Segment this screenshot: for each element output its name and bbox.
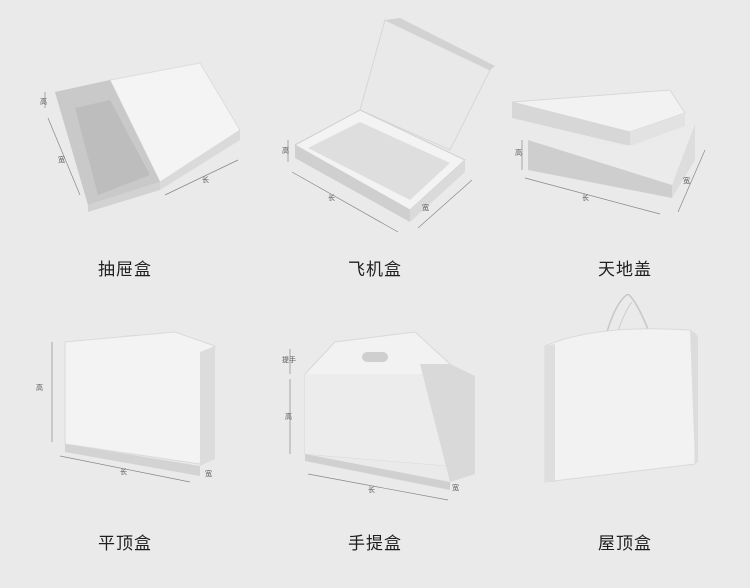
box-card-flat-top: 高 长 宽 平顶盒	[0, 294, 250, 588]
flat-top-box-illustration: 高 长 宽	[36, 331, 216, 483]
box-label: 手提盒	[348, 534, 402, 554]
dim-width-label: 宽	[422, 203, 429, 212]
box-card-handle: 提手 高 长 宽 手提盒	[250, 294, 500, 588]
dim-width-label: 宽	[205, 469, 212, 478]
box-label: 天地盖	[598, 260, 652, 280]
box-label: 平顶盒	[98, 534, 152, 554]
dim-width-label: 宽	[58, 155, 65, 164]
dim-height-label: 高	[285, 412, 292, 421]
dim-length-label: 长	[120, 467, 127, 476]
drawer-box-illustration: 高 宽 长	[40, 62, 241, 212]
box-label: 飞机盒	[348, 260, 402, 280]
dim-height-label: 高	[36, 383, 43, 392]
dim-length-label: 长	[582, 193, 589, 202]
dim-width-label: 宽	[683, 176, 690, 185]
box-card-roof: 屋顶盒	[500, 294, 750, 588]
box-card-drawer: 高 宽 长 抽屉盒	[0, 0, 250, 294]
dim-height-label: 高	[282, 146, 289, 155]
box-card-mailer: 高 长 宽 飞机盒	[250, 0, 500, 294]
dim-length-label: 长	[328, 193, 335, 202]
box-label: 屋顶盒	[598, 534, 652, 554]
box-card-lid-base: 高 长 宽 天地盖	[500, 0, 750, 294]
dim-height-label: 高	[40, 97, 47, 106]
mailer-box-illustration: 高 长 宽	[282, 18, 495, 233]
dim-length-label: 长	[202, 175, 209, 184]
dim-length-label: 长	[368, 485, 375, 494]
dim-handle-label: 提手	[282, 355, 296, 364]
lid-base-box-illustration: 高 长 宽	[511, 89, 706, 215]
dim-height-label: 高	[515, 148, 522, 157]
box-label: 抽屉盒	[98, 260, 152, 280]
handle-box-illustration: 提手 高 长 宽	[282, 331, 475, 501]
roof-box-illustration	[544, 294, 698, 483]
dim-width-label: 宽	[452, 483, 459, 492]
